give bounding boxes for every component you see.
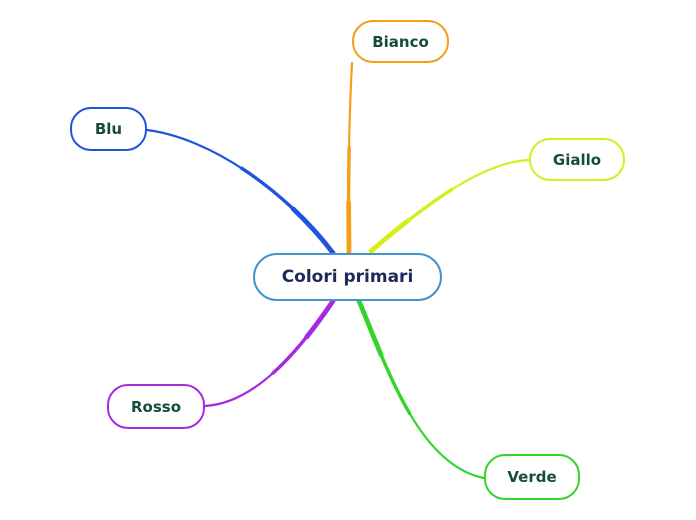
connector-blu-line [144, 127, 336, 256]
topic-bianco-label: Bianco [372, 32, 429, 51]
topic-blu-label: Blu [94, 120, 123, 138]
topic-verde[interactable]: Verde [484, 454, 580, 500]
central-topic[interactable]: Colori primari [253, 253, 442, 301]
topic-rosso-label: Rosso [130, 397, 182, 416]
connector-verde-line [357, 299, 486, 480]
topic-rosso[interactable]: Rosso [107, 384, 205, 429]
topic-verde-label: Verde [507, 468, 557, 486]
connector-giallo-line [369, 158, 531, 253]
connector-verde-line [356, 298, 487, 481]
connector-blu-line [145, 128, 335, 255]
connector-rosso-line [202, 298, 336, 409]
connector-blu [144, 127, 336, 256]
connector-rosso-line [203, 299, 335, 408]
connector-verde-line [357, 299, 486, 480]
connector-blu-line [145, 128, 335, 255]
connector-rosso-line [203, 299, 335, 408]
topic-bianco[interactable]: Bianco [352, 20, 449, 63]
connector-verde [356, 298, 487, 481]
connector-rosso [202, 298, 336, 409]
connector-giallo-line [368, 157, 532, 254]
connector-bianco [346, 60, 355, 255]
topic-giallo[interactable]: Giallo [529, 138, 625, 181]
topic-giallo-label: Giallo [552, 150, 602, 169]
connector-bianco-line [346, 60, 355, 255]
connector-giallo [368, 157, 532, 254]
connector-giallo-line [369, 158, 531, 253]
central-topic-label: Colori primari [281, 267, 414, 287]
topic-blu[interactable]: Blu [70, 107, 147, 151]
